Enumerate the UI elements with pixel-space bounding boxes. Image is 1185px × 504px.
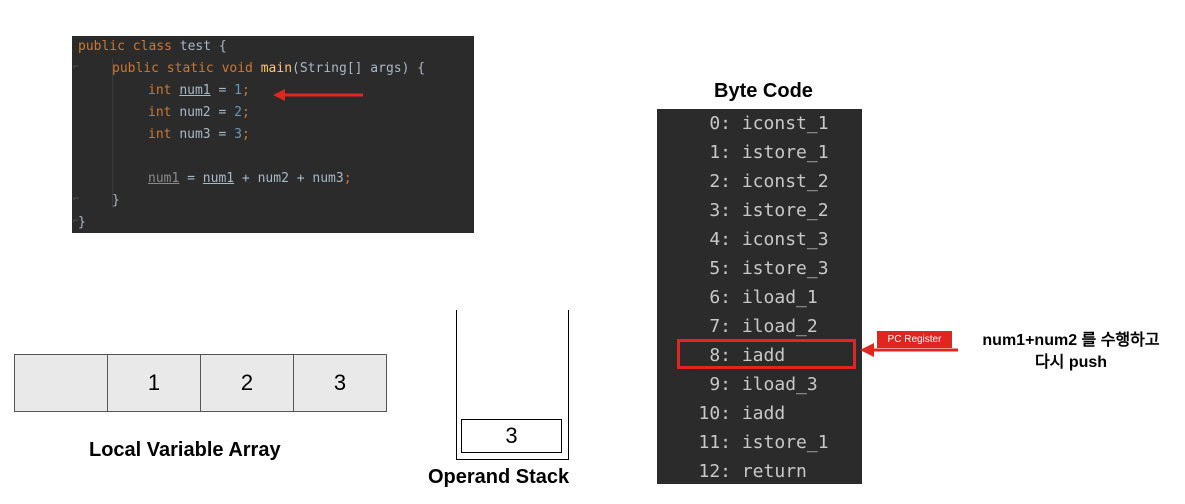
- pc-highlight-box: [677, 339, 856, 369]
- bytecode-op: iload_2: [741, 316, 818, 337]
- code-line-class: public class test {: [78, 39, 227, 54]
- bytecode-index: 6:: [709, 287, 731, 308]
- bytecode-line: 1: istore_1: [657, 138, 862, 167]
- bytecode-title: Byte Code: [714, 80, 813, 102]
- bytecode-index: 4:: [709, 229, 731, 250]
- bytecode-index: 9:: [709, 374, 731, 395]
- bytecode-line: 11: istore_1: [657, 428, 862, 457]
- operand-stack-title: Operand Stack: [428, 466, 570, 488]
- code-line-sum: num1 = num1 + num2 + num3;: [148, 171, 352, 186]
- bytecode-index: 0:: [709, 113, 731, 134]
- bytecode-line: 2: iconst_2: [657, 167, 862, 196]
- bytecode-line: 9: iload_3: [657, 370, 862, 399]
- fold-marker: ⌐: [73, 194, 80, 205]
- bytecode-op: istore_1: [741, 432, 829, 453]
- bytecode-op: istore_1: [741, 142, 829, 163]
- bytecode-op: iload_1: [741, 287, 818, 308]
- pc-note-line2: 다시 push: [1034, 354, 1108, 371]
- pc-note-line1: num1+num2 를 수행하고: [982, 332, 1160, 349]
- bytecode-index: 1:: [709, 142, 731, 163]
- bytecode-index: 10:: [698, 403, 731, 424]
- bytecode-op: iadd: [741, 345, 786, 366]
- code-line-num1: int num1 = 1;: [148, 83, 250, 98]
- bytecode-op: iconst_1: [741, 113, 829, 134]
- bytecode-line: 8: iadd: [657, 341, 862, 370]
- bytecode-op: return: [741, 461, 807, 482]
- bytecode-index: 11:: [698, 432, 731, 453]
- code-line-main: public static void main(String[] args) {: [112, 61, 426, 76]
- code-line-close-class: }: [78, 215, 86, 230]
- lva-cell: 1: [107, 355, 200, 411]
- bytecode-line: 4: iconst_3: [657, 225, 862, 254]
- bytecode-index: 2:: [709, 171, 731, 192]
- operand-stack-floor: [456, 459, 569, 460]
- bytecode-op: iconst_3: [741, 229, 829, 250]
- bytecode-op: istore_3: [741, 258, 829, 279]
- operand-stack-slot: 3: [461, 419, 562, 453]
- lva-cell: 3: [293, 355, 386, 411]
- bytecode-line: 0: iconst_1: [657, 109, 862, 138]
- bytecode-op: iconst_2: [741, 171, 829, 192]
- bytecode-index: 5:: [709, 258, 731, 279]
- bytecode-index: 3:: [709, 200, 731, 221]
- local-variable-array-title: Local Variable Array: [89, 439, 281, 461]
- local-variable-array: 1 2 3: [14, 354, 387, 412]
- current-line-arrow-icon: [273, 89, 363, 101]
- code-line-num3: int num3 = 3;: [148, 127, 250, 142]
- bytecode-op: iload_3: [741, 374, 818, 395]
- bytecode-line: 5: istore_3: [657, 254, 862, 283]
- pc-register-label: PC Register: [877, 331, 952, 348]
- bytecode-index: 8:: [709, 345, 731, 366]
- bytecode-line: 12: return: [657, 457, 862, 486]
- bytecode-index: 12:: [698, 461, 731, 482]
- bytecode-op: istore_2: [741, 200, 829, 221]
- operand-stack-wall-right: [568, 310, 569, 460]
- lva-cell: [15, 355, 107, 411]
- pc-arrow-icon: [860, 343, 958, 357]
- operand-stack-wall-left: [456, 310, 457, 460]
- lva-cell: 2: [200, 355, 293, 411]
- bytecode-index: 7:: [709, 316, 731, 337]
- bytecode-line: 3: istore_2: [657, 196, 862, 225]
- bytecode-op: iadd: [741, 403, 786, 424]
- code-line-num2: int num2 = 2;: [148, 105, 250, 120]
- bytecode-line: 7: iload_2: [657, 312, 862, 341]
- fold-marker: ⌐: [73, 62, 80, 73]
- pc-note: num1+num2 를 수행하고 다시 push: [964, 330, 1178, 374]
- bytecode-line: 10: iadd: [657, 399, 862, 428]
- code-line-close-method: }: [112, 193, 120, 208]
- fold-marker: ⌐: [73, 216, 80, 227]
- bytecode-line: 6: iload_1: [657, 283, 862, 312]
- source-code-panel: ⌐ ⌐ ⌐ public class test { public static …: [72, 36, 474, 233]
